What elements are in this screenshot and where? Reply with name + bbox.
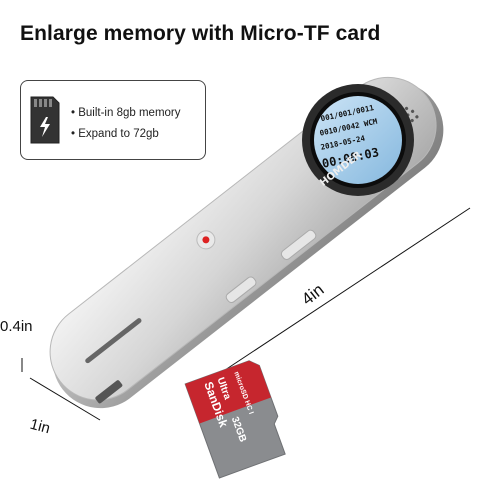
- power-slider[interactable]: [225, 275, 258, 304]
- card-slot: [95, 380, 123, 404]
- record-dot-icon: [202, 236, 210, 244]
- width-label: 0.4in: [0, 318, 33, 335]
- memory-info-box: Built-in 8gb memory Expand to 72gb: [20, 80, 206, 160]
- volume-button[interactable]: [280, 229, 318, 262]
- memory-info-item: Expand to 72gb: [71, 124, 181, 145]
- microsd-card: SanDisk Ultra 32GB microSD HC I: [184, 360, 286, 479]
- memory-info-item: Built-in 8gb memory: [71, 103, 180, 124]
- display: 001/001/0011 0010/0042 WCM 2018-05-24 00…: [302, 84, 414, 196]
- depth-dimension-line: [29, 377, 101, 421]
- length-dimension-line: [221, 207, 471, 373]
- sd-card-icon: [30, 96, 60, 144]
- front-slot: [85, 318, 142, 364]
- memory-info-list: Built-in 8gb memory Expand to 72gb: [71, 103, 181, 145]
- headline: Enlarge memory with Micro-TF card: [20, 22, 381, 45]
